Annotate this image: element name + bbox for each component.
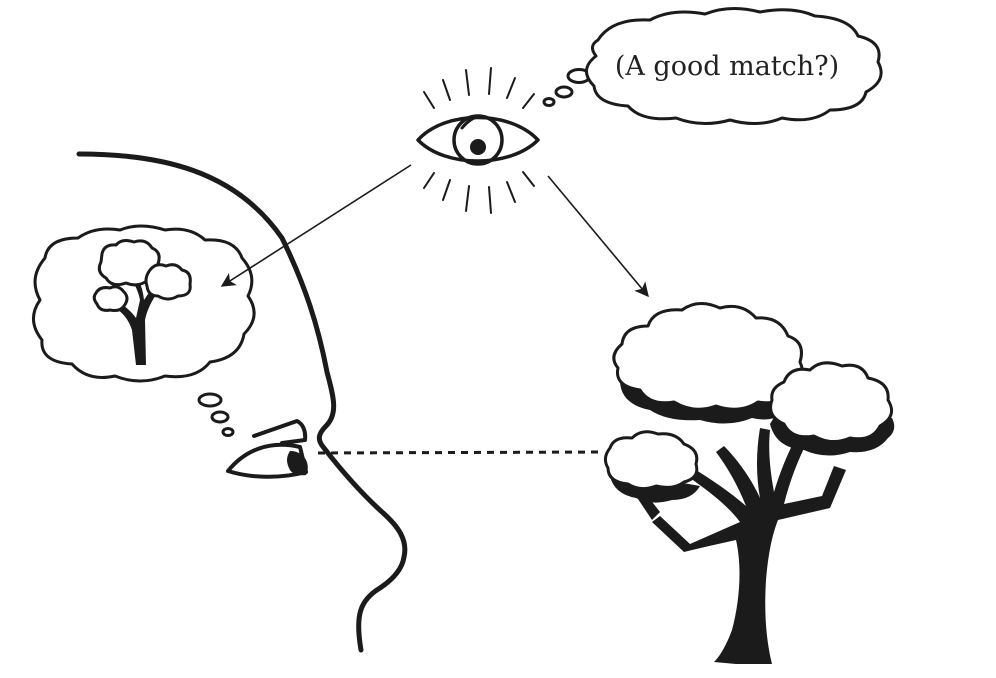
real-tree-icon [605,303,894,664]
thought-trail-right [544,70,590,106]
arrow-to-real-tree [548,176,648,296]
arrow-to-mental-image [222,165,411,286]
question-text: (A good match?) [615,51,839,82]
mental-image-bubble [33,226,254,381]
thought-trail-left [199,394,233,436]
observer-eye-icon [228,421,308,477]
question-thought-bubble: (A good match?) [586,8,881,123]
sight-line [318,452,604,453]
all-seeing-eye-icon [418,68,538,213]
